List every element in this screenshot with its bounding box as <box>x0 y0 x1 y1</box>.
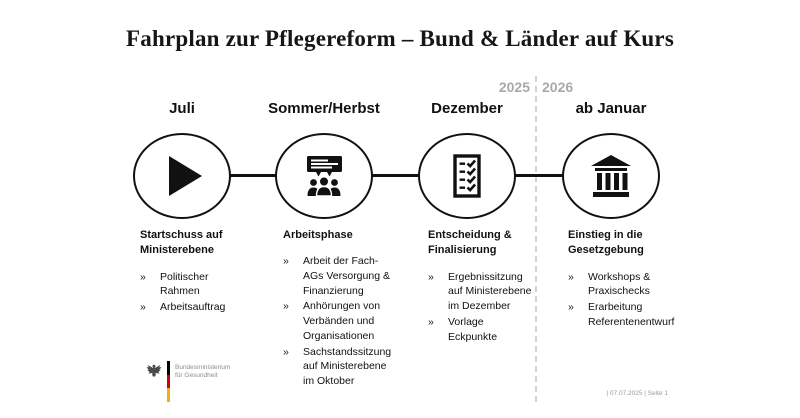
bullet-text: Sachstandssitzung auf Ministerebene im O… <box>303 345 392 387</box>
stage-column-sommer-herbst: Arbeitsphase » Arbeit der Fach- AGs Vers… <box>283 228 405 390</box>
stage-heading: Startschuss auf Ministerebene <box>140 229 223 257</box>
bullet-marker: » <box>283 300 289 313</box>
checklist-icon <box>453 154 481 198</box>
bullet-marker: » <box>283 345 289 358</box>
meeting-presentation-icon <box>307 156 342 197</box>
stage-bullet-list: » Workshops & Praxischecks » Erarbeitung… <box>568 270 693 330</box>
bullet-text: Workshops & Praxischecks <box>588 270 651 298</box>
month-label-juli: Juli <box>169 100 195 117</box>
ministry-name-line2: für Gesundheit <box>175 372 218 380</box>
flag-stripe <box>167 361 170 402</box>
bullet-marker: » <box>140 270 146 283</box>
bullet-text: Ergebnissitzung auf Ministerebene im Dez… <box>448 270 532 313</box>
stage-bullet-list: » Politischer Rahmen » Arbeitsauftrag <box>140 270 245 315</box>
list-item: » Ergebnissitzung auf Ministerebene im D… <box>428 270 550 314</box>
play-icon <box>169 156 202 196</box>
page-title: Fahrplan zur Pflegereform – Bund & Lände… <box>126 26 674 51</box>
bullet-marker: » <box>140 301 146 314</box>
flag-stripe-red <box>167 375 170 388</box>
ministry-logo: Bundesministerium für Gesundheit <box>146 361 230 402</box>
bullet-text: Vorlage Eckpunkte <box>448 315 498 343</box>
bullet-text: Arbeitsauftrag <box>160 301 226 314</box>
stage-heading: Einstieg in die Gesetzgebung <box>568 229 644 257</box>
bullet-text: Politischer Rahmen <box>160 270 209 298</box>
list-item: » Arbeit der Fach- AGs Versorgung & Fina… <box>283 254 405 298</box>
list-item: » Vorlage Eckpunkte <box>428 315 550 344</box>
bullet-marker: » <box>428 315 434 328</box>
list-item: » Erarbeitung Referentenentwurf <box>568 300 693 329</box>
year-2025-label: 2025 <box>498 79 530 95</box>
federal-eagle-icon <box>146 364 162 377</box>
stage-heading: Entscheidung & Finalisierung <box>428 229 512 257</box>
list-item: » Arbeitsauftrag <box>140 300 245 315</box>
stage-heading: Arbeitsphase <box>283 229 353 241</box>
stage-bullet-list: » Arbeit der Fach- AGs Versorgung & Fina… <box>283 254 405 388</box>
timeline-connector <box>182 174 611 177</box>
month-label-ab-januar: ab Januar <box>575 100 647 117</box>
stage-circle-sommer-herbst <box>275 133 373 219</box>
list-item: » Politischer Rahmen <box>140 270 245 299</box>
government-building-icon <box>591 155 631 197</box>
bullet-text: Erarbeitung Referentenentwurf <box>588 301 675 328</box>
list-item: » Workshops & Praxischecks <box>568 270 693 299</box>
bullet-marker: » <box>568 270 574 283</box>
year-2026-label: 2026 <box>542 79 574 95</box>
stage-column-dezember: Entscheidung & Finalisierung » Ergebniss… <box>428 228 550 345</box>
bullet-marker: » <box>428 270 434 283</box>
bullet-marker: » <box>283 255 289 268</box>
month-label-dezember: Dezember <box>431 100 503 117</box>
bullet-text: Anhörungen von Verbänden und Organisatio… <box>303 300 381 342</box>
list-item: » Sachstandssitzung auf Ministerebene im… <box>283 345 405 389</box>
stage-column-juli: Startschuss auf Ministerebene » Politisc… <box>140 228 245 316</box>
stage-circle-dezember <box>418 133 516 219</box>
list-item: » Anhörungen von Verbänden und Organisat… <box>283 299 405 343</box>
month-label-sommer-herbst: Sommer/Herbst <box>268 100 380 117</box>
ministry-name-line1: Bundesministerium <box>175 364 231 371</box>
year-divider-line <box>535 76 537 402</box>
ministry-logo-text: Bundesministerium für Gesundheit <box>175 364 230 402</box>
flag-stripe-black <box>167 361 170 375</box>
stage-column-ab-januar: Einstieg in die Gesetzgebung » Workshops… <box>568 228 693 331</box>
bullet-marker: » <box>568 301 574 314</box>
stage-circle-juli <box>133 133 231 219</box>
footer-date-page: | 07.07.2025 | Seite 1 <box>606 390 668 397</box>
flag-stripe-gold <box>167 388 170 402</box>
stage-bullet-list: » Ergebnissitzung auf Ministerebene im D… <box>428 270 550 344</box>
stage-circle-ab-januar <box>562 133 660 219</box>
bullet-text: Arbeit der Fach- AGs Versorgung & Finanz… <box>303 255 390 297</box>
